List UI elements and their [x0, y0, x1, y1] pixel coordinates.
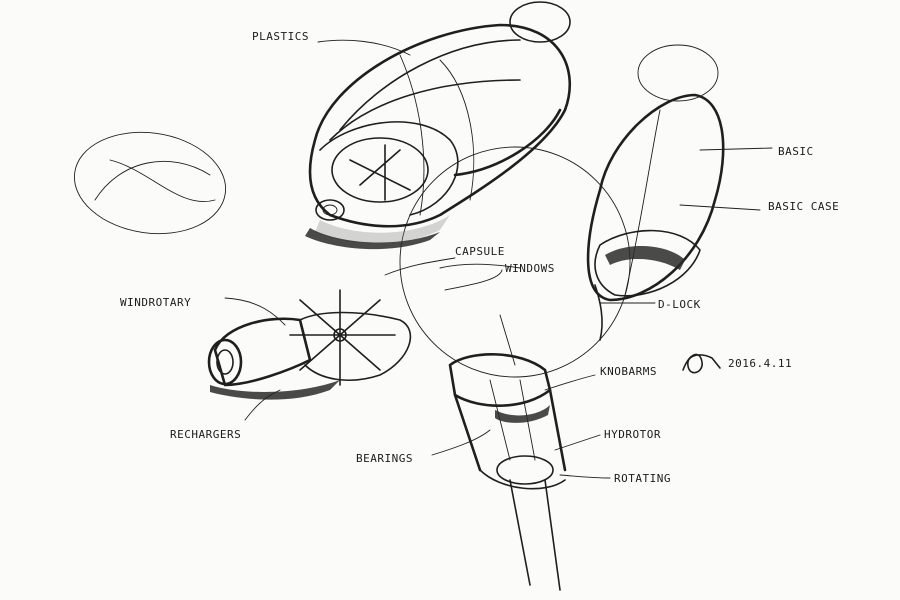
label-windows: WINDOWS: [505, 262, 555, 275]
label-bearings: BEARINGS: [356, 452, 413, 465]
side-capsule: [586, 93, 725, 341]
label-windrotary: WINDROTARY: [120, 296, 192, 309]
label-plastics: PLASTICS: [252, 30, 309, 43]
construction-circle: [399, 146, 631, 378]
signature-date: 2016.4.11: [728, 357, 793, 370]
capsule-body: [305, 23, 572, 250]
thumbnail-oval-left: [73, 131, 227, 235]
label-basic-case: BASIC CASE: [768, 200, 840, 213]
capsule-nozzle: [315, 199, 345, 221]
thumbnail-cap-top: [509, 1, 571, 43]
label-knob: KNOBARMS: [600, 365, 657, 378]
bearing-housing: [448, 314, 567, 591]
label-basic: BASIC: [778, 145, 814, 158]
label-capsule: CAPSULE: [455, 245, 505, 258]
label-hydrotor: HYDROTOR: [604, 428, 661, 441]
label-rechargers: RECHARGERS: [170, 428, 242, 441]
thumbnail-oval-top: [637, 44, 719, 102]
label-rotating: ROTATING: [614, 472, 671, 485]
signature-mark: [682, 353, 721, 374]
label-d-lock: D-LOCK: [658, 298, 701, 311]
windrotary-assembly: [207, 289, 412, 400]
leader-lines: [224, 39, 773, 479]
